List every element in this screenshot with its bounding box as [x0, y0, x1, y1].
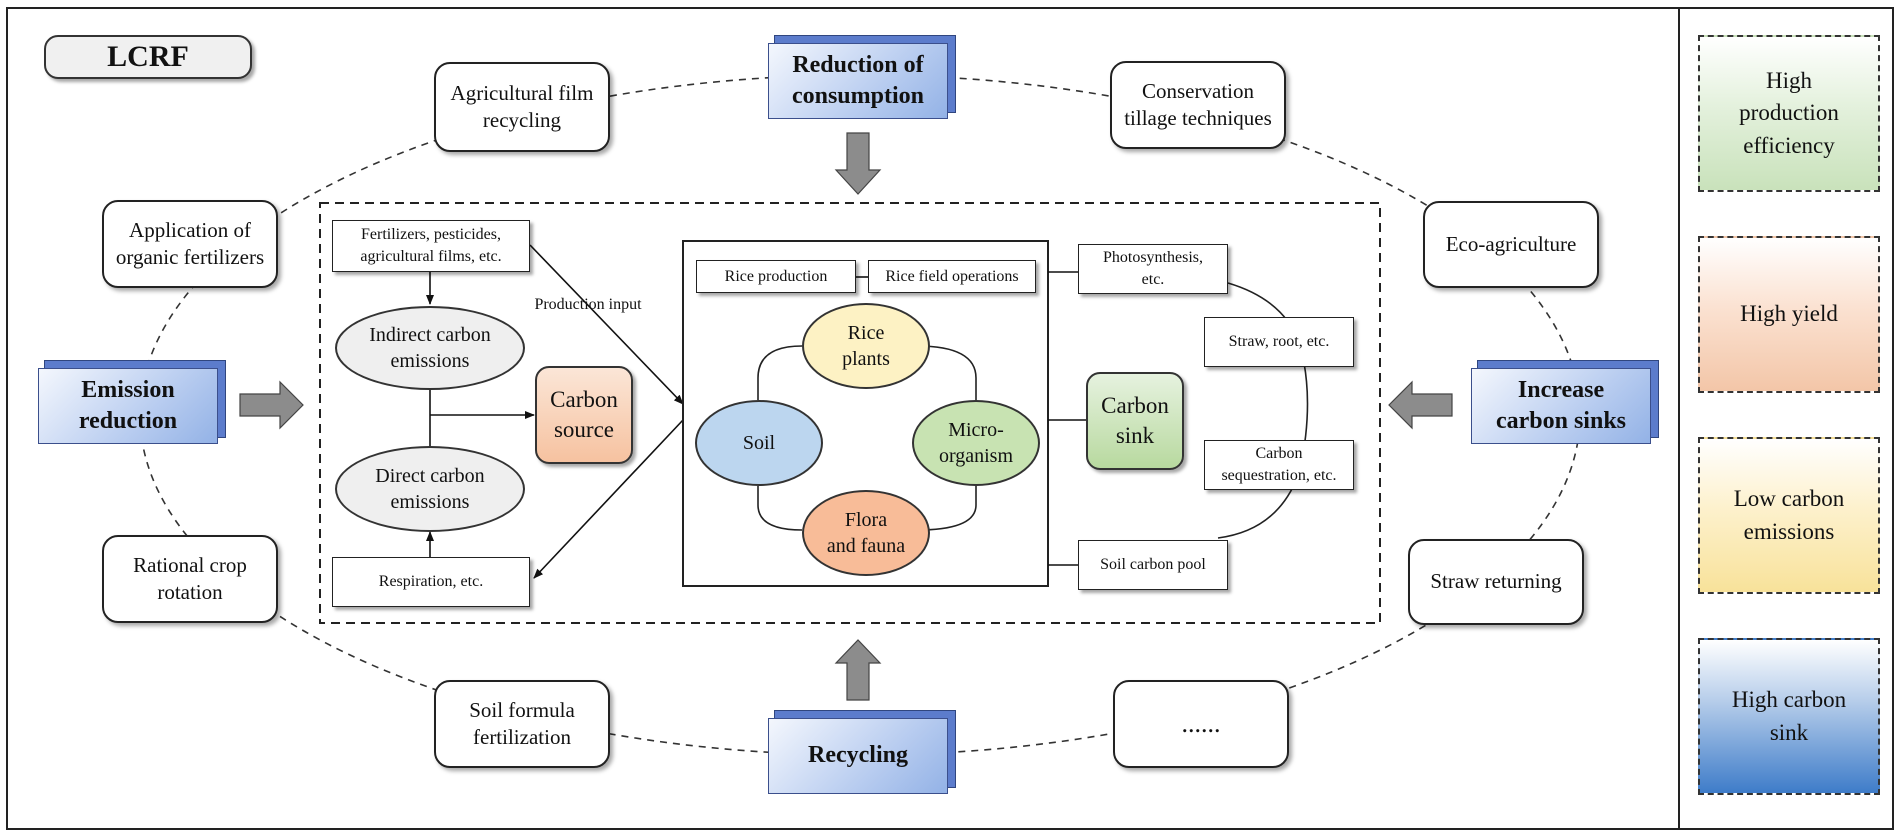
rice-field-operations-box: Rice field operations — [868, 260, 1036, 293]
respiration-box: Respiration, etc. — [332, 557, 530, 607]
legend-high-efficiency: High production efficiency — [1698, 35, 1880, 192]
rice-plants-ellipse: Rice plants — [802, 303, 930, 389]
soil-carbon-pool-box: Soil carbon pool — [1078, 540, 1228, 590]
arrow-up-gray — [834, 639, 882, 701]
microorganism-ellipse: Micro- organism — [912, 400, 1040, 486]
practice-more: ...... — [1113, 680, 1289, 768]
sequestration-box: Carbon sequestration, etc. — [1204, 440, 1354, 490]
carbon-source-box: Carbon source — [535, 366, 633, 464]
legend-low-carbon-emissions: Low carbon emissions — [1698, 437, 1880, 594]
carbon-sink-box: Carbon sink — [1086, 372, 1184, 470]
inputs-fertilizers-box: Fertilizers, pesticides, agricultural fi… — [332, 220, 530, 272]
indirect-emissions-ellipse: Indirect carbon emissions — [335, 306, 525, 390]
practice-organic-fertilizers: Application of organic fertilizers — [102, 200, 278, 288]
practice-straw-returning: Straw returning — [1408, 539, 1584, 625]
flora-fauna-ellipse: Flora and fauna — [802, 490, 930, 576]
diagram-frame — [6, 7, 1894, 830]
practice-film-recycling: Agricultural film recycling — [434, 62, 610, 152]
arrow-down-gray — [834, 132, 882, 195]
practice-crop-rotation: Rational crop rotation — [102, 535, 278, 623]
strategy-increase-sinks: Increase carbon sinks — [1471, 368, 1651, 444]
practice-eco-agriculture: Eco-agriculture — [1423, 201, 1599, 288]
strategy-reduction-consumption: Reduction of consumption — [768, 43, 948, 119]
strategy-emission-reduction: Emission reduction — [38, 368, 218, 444]
practice-soil-formula: Soil formula fertilization — [434, 680, 610, 768]
sink-cycle-curve — [1217, 282, 1309, 539]
arrow-left-gray — [1388, 380, 1453, 430]
connector-to-respiration — [533, 419, 684, 579]
legend-divider — [1678, 7, 1680, 830]
cycle-connectors — [757, 345, 977, 531]
photosynthesis-box: Photosynthesis, etc. — [1078, 244, 1228, 294]
connector-production-input — [529, 244, 684, 405]
soil-ellipse: Soil — [695, 400, 823, 486]
lcrf-badge: LCRF — [44, 35, 252, 79]
practice-conservation-tillage: Conservation tillage techniques — [1110, 61, 1286, 149]
strategy-recycling: Recycling — [768, 718, 948, 794]
legend-high-carbon-sink: High carbon sink — [1698, 638, 1880, 795]
production-input-label: Production input — [534, 296, 642, 313]
arrow-right-gray — [239, 380, 304, 430]
rice-production-box: Rice production — [696, 260, 856, 293]
direct-emissions-ellipse: Direct carbon emissions — [335, 446, 525, 532]
legend-high-yield: High yield — [1698, 236, 1880, 393]
straw-root-box: Straw, root, etc. — [1204, 317, 1354, 367]
